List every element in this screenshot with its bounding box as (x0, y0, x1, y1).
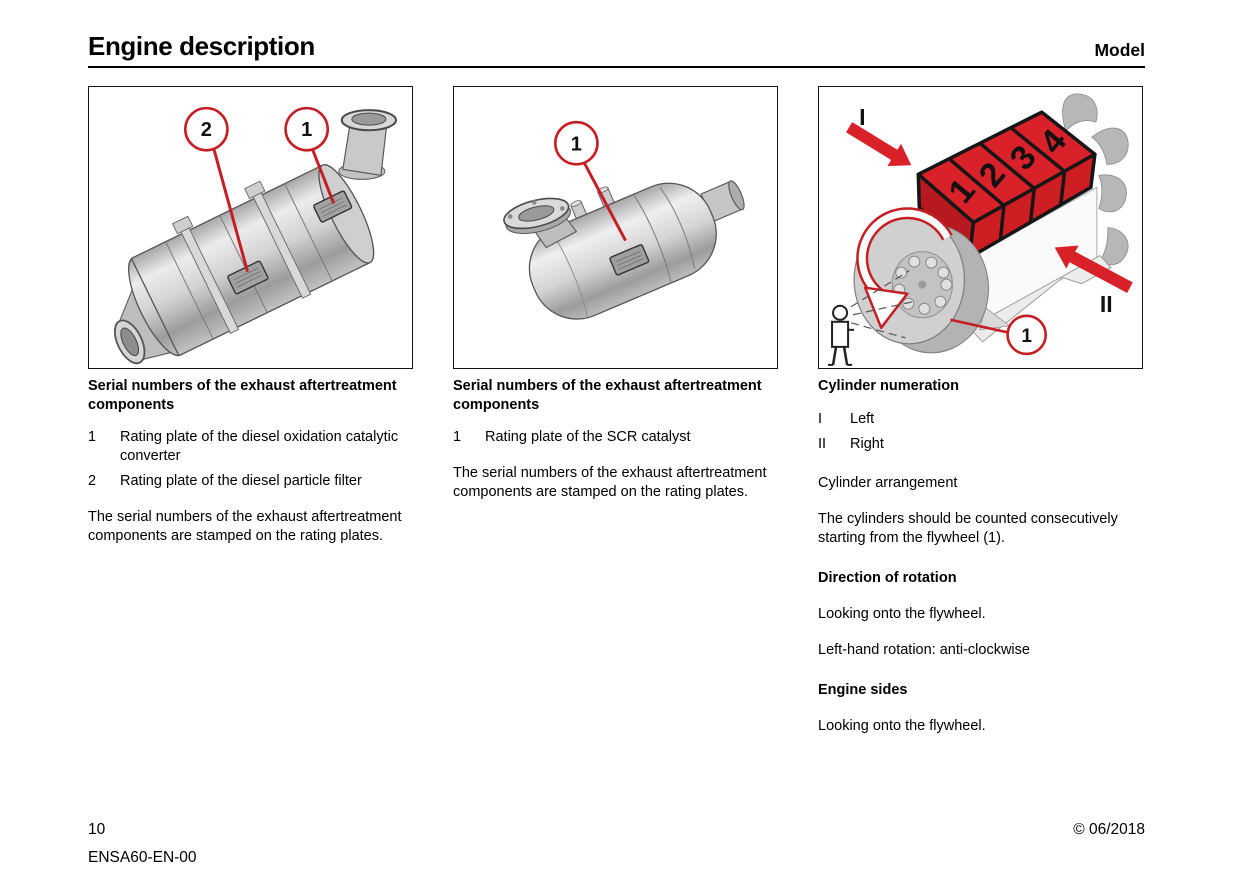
body-paragraph: Looking onto the flywheel. (818, 606, 986, 622)
body-paragraph: Left-hand rotation: anti-clockwise (818, 642, 1030, 658)
item-text: Rating plate of the SCR catalyst (485, 429, 691, 445)
body-paragraph: Looking onto the flywheel. (818, 718, 986, 734)
section-heading: Direction of rotation (818, 570, 957, 586)
figure-exhaust-dpf: 2 1 (88, 86, 413, 369)
observer-icon (828, 270, 918, 366)
rating-plate-doc (313, 190, 353, 223)
item-text: Rating plate of the diesel particle filt… (120, 473, 362, 489)
body-paragraph: The serial numbers of the exhaust aftert… (88, 509, 402, 544)
page-header: Engine description Model (88, 0, 1145, 68)
figure-caption: Serial numbers of the exhaust aftertreat… (88, 378, 397, 413)
scr-illustration: 1 (503, 120, 745, 320)
callout-1: 1 (284, 106, 330, 152)
legend-item: II Right (818, 432, 1143, 457)
figure-caption: Cylinder numeration (818, 378, 959, 394)
item-text: Rating plate of the diesel oxidation cat… (120, 429, 399, 464)
label-side-I: I (859, 104, 865, 130)
page-number: 10 (88, 821, 106, 838)
item-number: 1 (88, 429, 97, 445)
page-footer: 10 © 06/2018 ENSA60-EN-00 (88, 816, 1145, 872)
item-number: 2 (88, 473, 97, 489)
item-number: II (818, 436, 827, 452)
legend-list: 1 Rating plate of the SCR catalyst (453, 428, 778, 447)
body-paragraph: The cylinders should be counted consecut… (818, 511, 1118, 546)
figure-scr: 1 (453, 86, 778, 369)
figure-caption: Serial numbers of the exhaust aftertreat… (453, 378, 762, 413)
list-item: 2 Rating plate of the diesel particle fi… (88, 472, 413, 491)
item-number: I (818, 411, 823, 427)
item-text: Left (850, 411, 875, 427)
callout-1: 1 (554, 120, 599, 166)
callout-1-label: 1 (1021, 326, 1032, 347)
body-paragraph: The serial numbers of the exhaust aftert… (453, 465, 767, 500)
callout-2-label: 2 (201, 119, 212, 141)
list-item: 1 Rating plate of the SCR catalyst (453, 428, 778, 447)
list-item: 1 Rating plate of the diesel oxidation c… (88, 428, 413, 466)
callout-1: 1 (1006, 314, 1048, 356)
column-container: 2 1 Serial numbers of the exhaust aftert… (88, 86, 1145, 736)
section-heading: Engine sides (818, 682, 908, 698)
fan-icon (1062, 93, 1129, 266)
callout-1-label: 1 (301, 119, 312, 141)
side-legend: I Left II Right (818, 407, 1143, 457)
cylinder-numeration-illustration: 1 2 3 4 (828, 93, 1133, 366)
item-text: Right (850, 436, 884, 452)
document-code: ENSA60-EN-00 (88, 849, 197, 866)
callout-1-label: 1 (571, 133, 582, 155)
rating-plate-dpf (227, 260, 269, 295)
column-scr: 1 Serial numbers of the exhaust aftertre… (453, 86, 778, 736)
legend-item: I Left (818, 407, 1143, 432)
body-paragraph: Cylinder arrangement (818, 475, 958, 491)
copyright-date: © 06/2018 (1073, 821, 1145, 838)
legend-list: 1 Rating plate of the diesel oxidation c… (88, 428, 413, 491)
figure-cylinder-numeration: 1 2 3 4 (818, 86, 1143, 369)
label-side-II: II (1100, 291, 1113, 317)
exhaust-dpf-illustration: 2 1 (113, 106, 397, 365)
rating-plate-scr (609, 244, 650, 276)
model-label: Model (1094, 39, 1145, 60)
callout-2: 2 (183, 106, 229, 152)
page-title: Engine description (88, 31, 315, 61)
item-number: 1 (453, 429, 462, 445)
footer-row: 10 © 06/2018 (88, 816, 1145, 844)
page-content: Engine description Model (88, 0, 1145, 736)
arrow-left-side-icon (845, 122, 912, 167)
arrow-right-side-icon (1054, 245, 1133, 294)
column-cylinders: 1 2 3 4 (818, 86, 1143, 736)
column-exhaust-dpf: 2 1 Serial numbers of the exhaust aftert… (88, 86, 413, 736)
